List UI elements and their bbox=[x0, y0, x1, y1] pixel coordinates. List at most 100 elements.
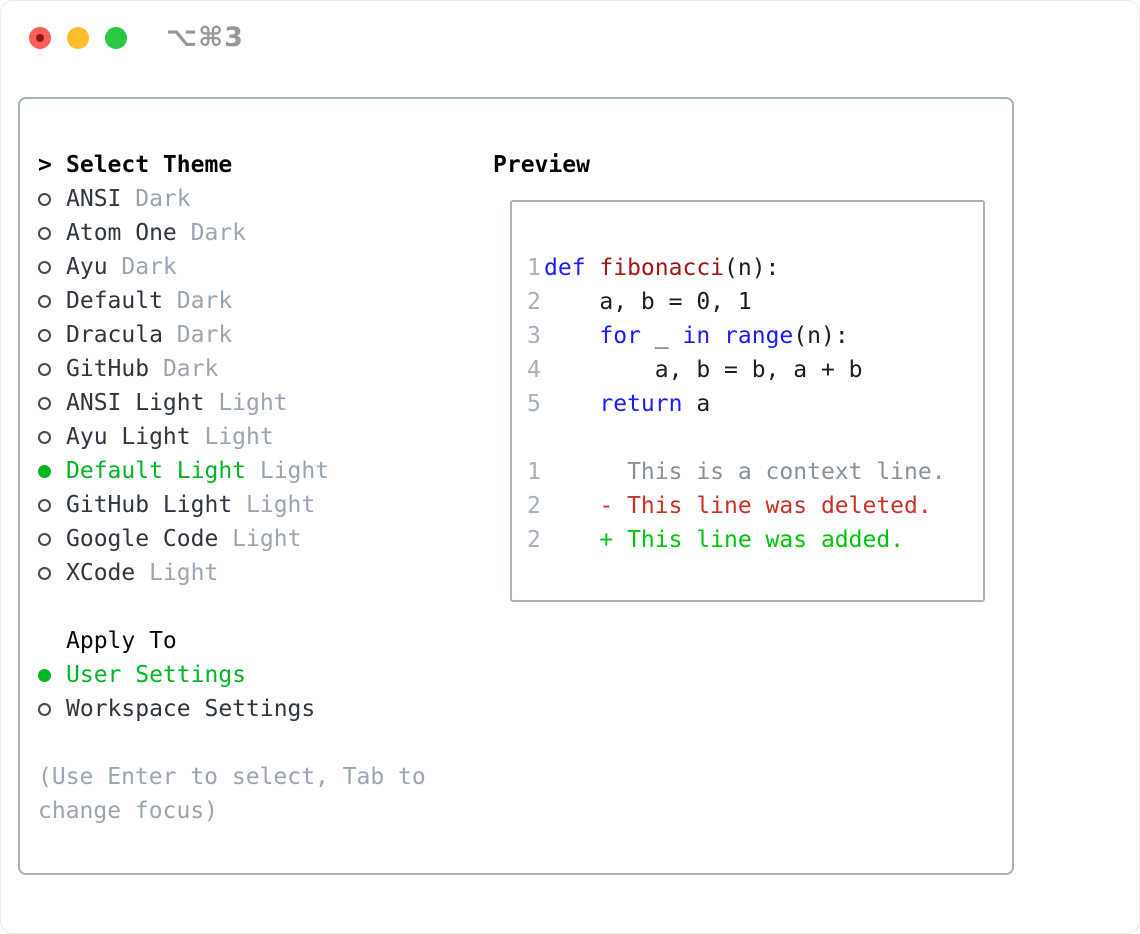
token-kw: in bbox=[682, 323, 711, 349]
theme-variant: Dark bbox=[121, 186, 191, 212]
theme-option-dracula[interactable]: Dracula Dark bbox=[38, 318, 426, 352]
close-button[interactable] bbox=[29, 27, 51, 49]
code-text: a, b = 0, 1 bbox=[544, 285, 752, 319]
zoom-button[interactable] bbox=[105, 27, 127, 49]
code-text: return a bbox=[544, 387, 710, 421]
radio-selected-icon bbox=[38, 454, 66, 488]
theme-option-atom-one[interactable]: Atom One Dark bbox=[38, 216, 426, 250]
apply-to-indent bbox=[38, 624, 66, 658]
theme-option-default[interactable]: Default Dark bbox=[38, 284, 426, 318]
theme-option-github-light[interactable]: GitHub Light Light bbox=[38, 488, 426, 522]
radio-dot bbox=[38, 192, 51, 206]
radio-dot bbox=[38, 532, 51, 546]
radio-icon bbox=[38, 216, 66, 250]
token-kw: for bbox=[599, 323, 641, 349]
token-kw: range bbox=[724, 323, 794, 349]
apply-option-workspace-settings[interactable]: Workspace Settings bbox=[38, 692, 426, 726]
radio-dot bbox=[38, 498, 51, 512]
token-pl: a, b = b, a + b bbox=[544, 357, 863, 383]
cursor-icon: > bbox=[38, 152, 52, 178]
code-diff-gap bbox=[527, 421, 983, 455]
traffic-lights bbox=[29, 27, 127, 49]
code-line: 3 for _ in range(n): bbox=[527, 319, 983, 353]
radio-dot bbox=[38, 464, 51, 478]
theme-name: ANSI bbox=[66, 186, 122, 212]
theme-option-google-code[interactable]: Google Code Light bbox=[38, 522, 426, 556]
radio-dot bbox=[38, 226, 51, 240]
token-pl: a, b = 0, 1 bbox=[544, 289, 752, 315]
theme-variant: Light bbox=[218, 526, 302, 552]
theme-variant: Dark bbox=[162, 288, 233, 314]
theme-name: Google Code bbox=[66, 526, 219, 552]
radio-dot bbox=[38, 566, 51, 580]
radio-icon bbox=[38, 692, 66, 726]
apply-option-user-settings[interactable]: User Settings bbox=[38, 658, 426, 692]
help-text-line-1: (Use Enter to select, Tab to bbox=[38, 764, 426, 790]
radio-dot bbox=[38, 328, 51, 342]
apply-to-header: Apply To bbox=[66, 628, 177, 654]
token-kw: def bbox=[544, 255, 600, 281]
theme-name: ANSI Light bbox=[66, 390, 205, 416]
radio-icon bbox=[38, 250, 66, 284]
line-number: 5 bbox=[527, 391, 541, 417]
theme-name: GitHub bbox=[66, 356, 150, 382]
preview-title: Preview bbox=[493, 152, 590, 178]
token-pl bbox=[544, 323, 599, 349]
theme-variant: Dark bbox=[162, 322, 233, 348]
radio-icon bbox=[38, 182, 66, 216]
theme-variant: Light bbox=[246, 458, 330, 484]
theme-option-xcode[interactable]: XCode Light bbox=[38, 556, 426, 590]
line-number: 2 bbox=[527, 289, 541, 315]
diff-line-deleted: 2 - This line was deleted. bbox=[527, 489, 983, 523]
minimize-button[interactable] bbox=[67, 27, 89, 49]
line-number: 2 bbox=[527, 493, 541, 519]
radio-dot bbox=[38, 260, 51, 274]
theme-name: Atom One bbox=[66, 220, 177, 246]
theme-name: Default Light bbox=[66, 458, 247, 484]
code-line: 2 a, b = 0, 1 bbox=[527, 285, 983, 319]
theme-variant: Light bbox=[204, 390, 288, 416]
theme-name: XCode bbox=[66, 560, 136, 586]
radio-icon bbox=[38, 488, 66, 522]
section-gap bbox=[38, 590, 426, 624]
diff-text: + This line was added. bbox=[544, 527, 905, 553]
diff-line-added: 2 + This line was added. bbox=[527, 523, 983, 557]
theme-variant: Light bbox=[190, 424, 274, 450]
apply-to-header-row: Apply To bbox=[38, 624, 426, 658]
token-fn: fibonacci bbox=[599, 255, 725, 281]
radio-dot bbox=[38, 668, 51, 682]
radio-icon bbox=[38, 420, 66, 454]
radio-dot bbox=[38, 430, 51, 444]
line-number: 2 bbox=[527, 527, 541, 553]
theme-name: GitHub Light bbox=[66, 492, 233, 518]
section-gap bbox=[38, 726, 426, 760]
radio-icon bbox=[38, 318, 66, 352]
line-number: 4 bbox=[527, 357, 541, 383]
theme-option-ansi[interactable]: ANSI Dark bbox=[38, 182, 426, 216]
theme-name: Default bbox=[66, 288, 163, 314]
diff-text: - This line was deleted. bbox=[544, 493, 932, 519]
radio-dot bbox=[38, 702, 51, 716]
theme-option-ayu[interactable]: Ayu Dark bbox=[38, 250, 426, 284]
theme-name: Ayu Light bbox=[66, 424, 191, 450]
token-pl: (n): bbox=[793, 323, 849, 349]
theme-option-default-light[interactable]: Default Light Light bbox=[38, 454, 426, 488]
apply-option-label: Workspace Settings bbox=[66, 696, 316, 722]
theme-option-github[interactable]: GitHub Dark bbox=[38, 352, 426, 386]
diff-line-context: 1 This is a context line. bbox=[527, 455, 983, 489]
theme-option-ayu-light[interactable]: Ayu Light Light bbox=[38, 420, 426, 454]
theme-variant: Light bbox=[135, 560, 219, 586]
theme-list-header-row: > Select Theme bbox=[38, 148, 426, 182]
theme-option-ansi-light[interactable]: ANSI Light Light bbox=[38, 386, 426, 420]
token-pl: _ bbox=[640, 323, 683, 349]
code-text: def fibonacci(n): bbox=[544, 251, 779, 285]
token-pl bbox=[710, 323, 724, 349]
theme-variant: Light bbox=[232, 492, 316, 518]
